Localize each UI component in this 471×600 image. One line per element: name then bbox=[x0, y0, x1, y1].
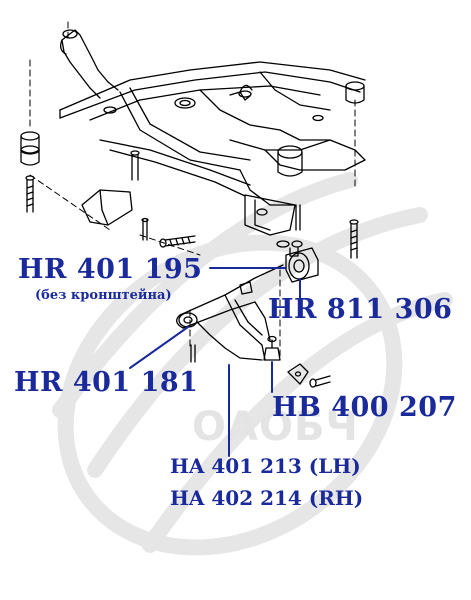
callout-hb400207-label: HB 400 207 bbox=[272, 392, 457, 423]
callout-hr401181-label: HR 401 181 bbox=[14, 367, 199, 398]
callout-hr811306-label: HR 811 306 bbox=[268, 294, 453, 325]
callout-hr401195-label: HR 401 195 bbox=[18, 254, 203, 285]
callout-hr401195-note: (без кронштейна) bbox=[35, 288, 172, 303]
callout-ha402214-label: HA 402 214 (RH) bbox=[170, 486, 364, 510]
callout-ha401213-label: HA 401 213 (LH) bbox=[170, 454, 361, 478]
watermark-text: ОАОБЧ bbox=[192, 404, 359, 450]
